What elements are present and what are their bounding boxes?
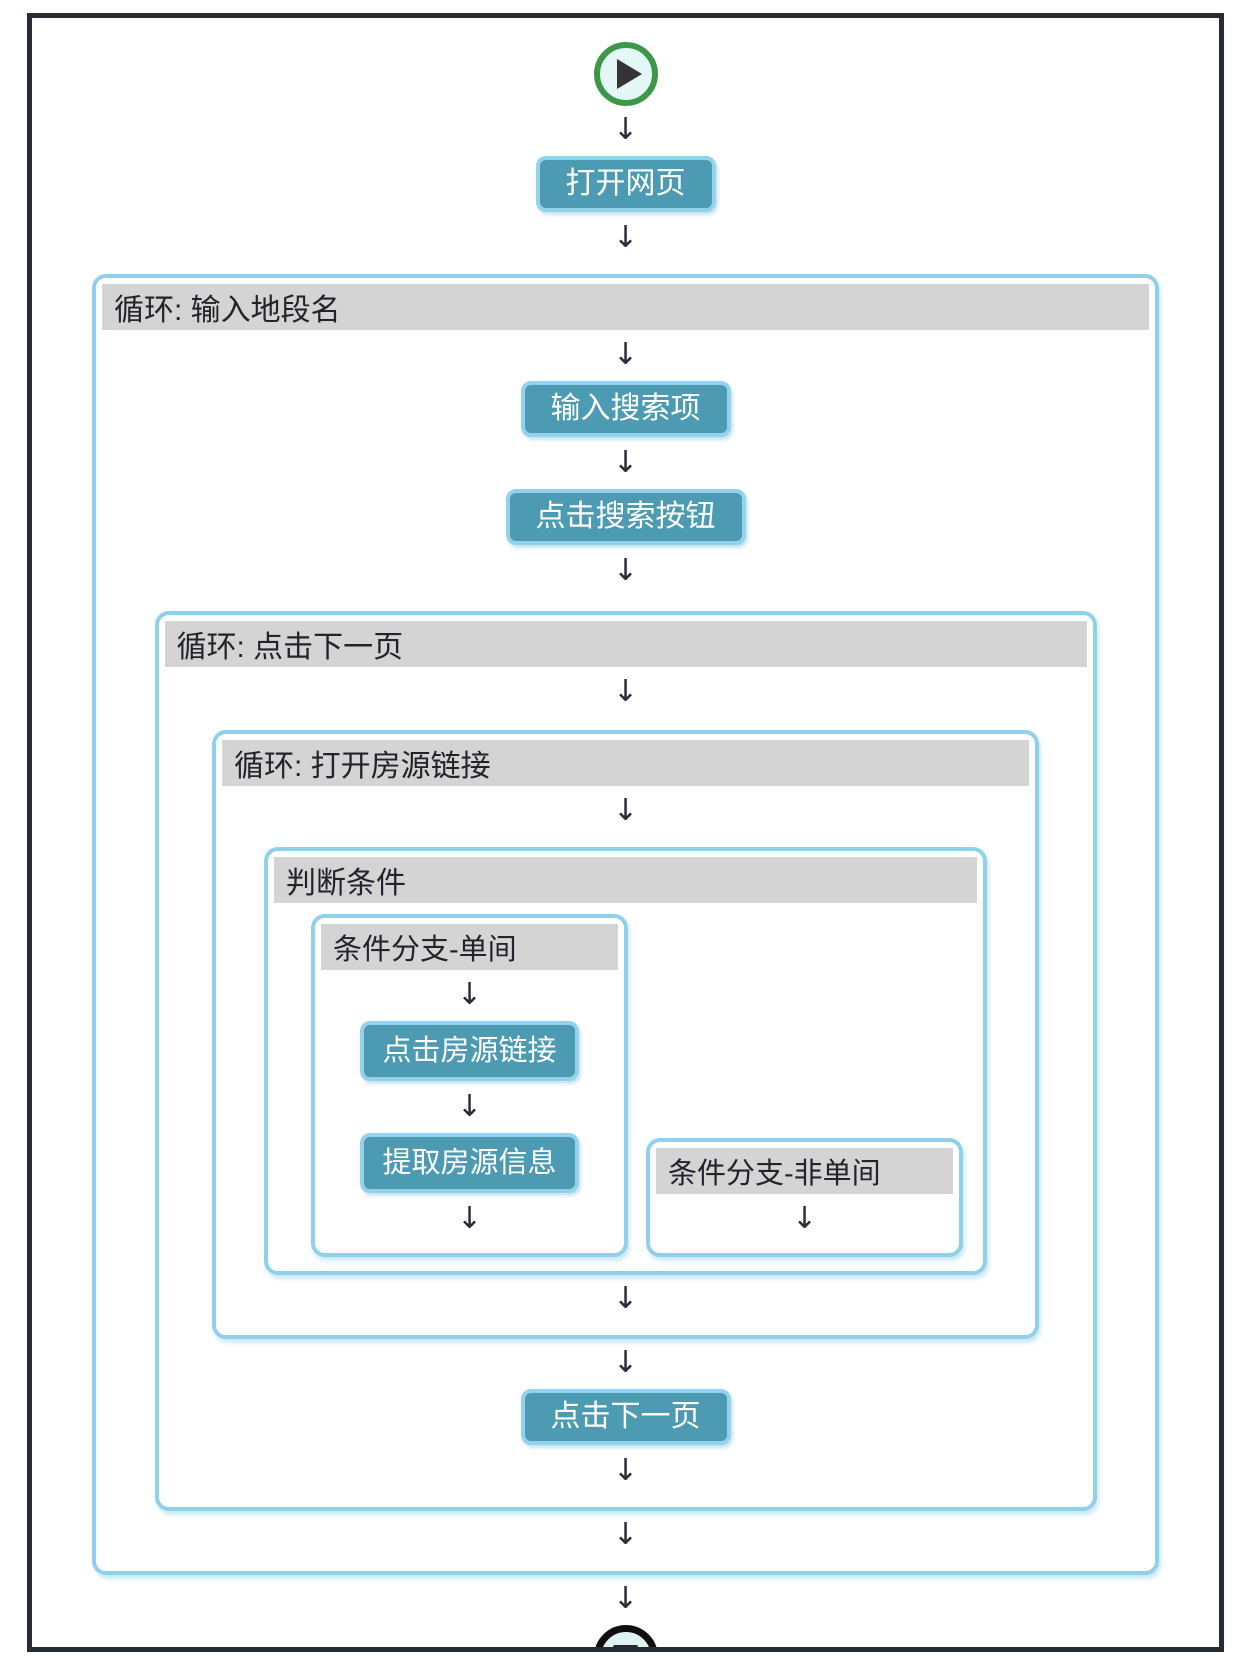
end-node[interactable] [593, 1625, 658, 1647]
stop-icon [613, 1644, 638, 1647]
condition-block[interactable]: 判断条件 条件分支-单间 ↓ 点击房源链接 ↓ 提取房源信息 ↓ [264, 847, 987, 1275]
action-click-search-button[interactable]: 点击搜索按钮 [505, 489, 746, 545]
flow-arrow-icon: ↓ [456, 1089, 483, 1124]
flow-arrow-icon: ↓ [612, 793, 639, 828]
flow-arrow-icon: ↓ [612, 1281, 639, 1316]
action-open-webpage[interactable]: 打开网页 [535, 156, 716, 212]
start-node[interactable] [593, 42, 658, 106]
condition-header[interactable]: 判断条件 [274, 857, 977, 903]
flow-arrow-icon: ↓ [612, 445, 639, 480]
flow-arrow-icon: ↓ [456, 977, 483, 1012]
flow-arrow-icon: ↓ [612, 112, 639, 147]
loop-input-location[interactable]: 循环: 输入地段名 ↓ 输入搜索项 ↓ 点击搜索按钮 ↓ 循环: 点击下一页 ↓… [92, 274, 1159, 1575]
workflow-canvas: ↓ 打开网页 ↓ 循环: 输入地段名 ↓ 输入搜索项 ↓ 点击搜索按钮 ↓ 循环… [27, 13, 1224, 1652]
branch-header-single-room[interactable]: 条件分支-单间 [321, 924, 618, 970]
action-extract-listing-info[interactable]: 提取房源信息 [360, 1133, 579, 1193]
action-click-listing-link[interactable]: 点击房源链接 [360, 1021, 579, 1081]
action-enter-search-term[interactable]: 输入搜索项 [520, 381, 731, 437]
branch-header-not-single-room[interactable]: 条件分支-非单间 [656, 1148, 953, 1194]
loop-header-input-location[interactable]: 循环: 输入地段名 [102, 284, 1149, 330]
branch-single-room[interactable]: 条件分支-单间 ↓ 点击房源链接 ↓ 提取房源信息 ↓ [311, 914, 628, 1257]
action-click-next-page[interactable]: 点击下一页 [520, 1389, 731, 1445]
flow-arrow-icon: ↓ [612, 1345, 639, 1380]
flow-arrow-icon: ↓ [612, 1581, 639, 1616]
branch-not-single-room[interactable]: 条件分支-非单间 ↓ [646, 1138, 963, 1257]
flow-arrow-icon: ↓ [612, 674, 639, 709]
flow-arrow-icon: ↓ [612, 1517, 639, 1552]
flow-arrow-icon: ↓ [612, 553, 639, 588]
loop-header-click-next-page[interactable]: 循环: 点击下一页 [164, 621, 1087, 667]
workflow-root-flow: ↓ 打开网页 ↓ 循环: 输入地段名 ↓ 输入搜索项 ↓ 点击搜索按钮 ↓ 循环… [32, 18, 1219, 1647]
flow-arrow-icon: ↓ [612, 220, 639, 255]
loop-open-listing-links[interactable]: 循环: 打开房源链接 ↓ 判断条件 条件分支-单间 ↓ 点击房源链接 ↓ 提取房… [212, 730, 1039, 1339]
flow-arrow-icon: ↓ [456, 1201, 483, 1236]
play-icon [617, 59, 642, 89]
flow-arrow-icon: ↓ [791, 1201, 818, 1236]
flow-arrow-icon: ↓ [612, 1453, 639, 1488]
loop-click-next-page[interactable]: 循环: 点击下一页 ↓ 循环: 打开房源链接 ↓ 判断条件 条件分支-单间 ↓ … [154, 611, 1097, 1511]
flow-arrow-icon: ↓ [612, 337, 639, 372]
condition-branch-row: 条件分支-单间 ↓ 点击房源链接 ↓ 提取房源信息 ↓ 条件分支-非单间 ↓ [273, 904, 978, 1257]
loop-header-open-listing-links[interactable]: 循环: 打开房源链接 [222, 740, 1029, 786]
